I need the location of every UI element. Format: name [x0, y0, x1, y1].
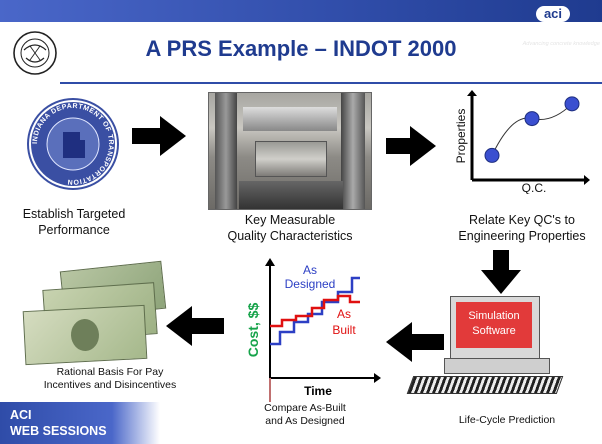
bill-portrait [70, 318, 100, 352]
press-platen [243, 107, 337, 131]
x-axis-arrow [374, 373, 381, 383]
caption-compare-line2: and As Designed [265, 415, 345, 427]
aci-name: American Concrete Institute [518, 32, 600, 39]
caption-rational-line2: Incentives and Disincentives [43, 379, 177, 391]
aci-tagline: Advancing concrete knowledge [522, 41, 600, 47]
caption-rational: Rational Basis For Pay Incentives and Di… [30, 366, 190, 392]
caption-compare-line1: Compare As-Built [264, 402, 346, 414]
monitor-screen: Simulation Software [456, 302, 532, 348]
data-point-1 [484, 147, 500, 163]
arrow-establish-to-key [132, 128, 162, 144]
keyboard [406, 376, 564, 394]
legend-as-designed-line1: As [303, 263, 317, 277]
caption-key-measurable: Key Measurable Quality Characteristics [206, 212, 374, 244]
caption-establish-line1: Establish Targeted [22, 207, 126, 221]
footer-line1: ACI [10, 408, 32, 422]
aci-brand: aci American Concrete Institute Advancin… [506, 4, 600, 52]
caption-rational-line1: Rational Basis For Pay [56, 366, 164, 378]
x-axis-label: Q.C. [522, 181, 547, 194]
caption-establish-line2: Performance [38, 223, 110, 237]
data-point-2 [524, 111, 540, 127]
university-seal [13, 31, 57, 75]
y-axis-label: Properties [454, 109, 468, 164]
press-base [239, 181, 343, 209]
header-band [0, 0, 602, 22]
x-axis-arrow [584, 175, 590, 185]
footer-line2: WEB SESSIONS [10, 424, 107, 438]
arrow-key-to-relate [386, 138, 412, 154]
aci-logo: aci [536, 6, 570, 22]
indot-seal: INDIANA DEPARTMENT OF TRANSPORTATION [27, 98, 119, 190]
testing-photo [208, 92, 372, 210]
press-column-left [215, 93, 237, 209]
series-as-built [270, 294, 360, 328]
slide-title: A PRS Example – INDOT 2000 [145, 36, 457, 61]
screen-line2: Software [472, 325, 516, 337]
arrow-head-left-2 [166, 306, 192, 346]
arrow-head-down [481, 270, 521, 294]
caption-key-line2: Quality Characteristics [227, 229, 353, 243]
header-divider [60, 82, 602, 84]
arrow-head-1 [160, 116, 186, 156]
legend-as-built-line2: Built [332, 323, 356, 337]
caption-key-line1: Key Measurable [244, 213, 336, 227]
arrow-relate-to-simulation [493, 250, 509, 272]
system-unit [444, 358, 550, 374]
bill-front [22, 304, 148, 366]
press-column-right [341, 93, 365, 209]
data-point-3 [564, 96, 580, 112]
y-axis-arrow [467, 90, 477, 96]
arrow-head-left-1 [386, 322, 412, 362]
screen-line1: Simulation [468, 310, 520, 322]
x-axis-label: Time [304, 384, 332, 398]
specimen [255, 141, 327, 177]
caption-relate: Relate Key QC's to Engineering Propertie… [444, 212, 600, 244]
caption-establish: Establish Targeted Performance [12, 206, 136, 238]
caption-relate-line2: Engineering Properties [458, 229, 586, 243]
y-axis-arrow [265, 258, 275, 266]
footer-band [0, 402, 160, 444]
computer: Simulation Software [406, 296, 586, 400]
arrow-head-2 [410, 126, 436, 166]
money-image [18, 260, 168, 366]
legend-as-designed-line2: Designed [285, 277, 336, 291]
arrow-compare-to-pay [190, 318, 224, 334]
caption-life-cycle: Life-Cycle Prediction [458, 414, 556, 426]
caption-relate-line1: Relate Key QC's to [469, 213, 575, 227]
arrow-simulation-to-compare [412, 334, 444, 350]
series-as-designed [270, 276, 360, 346]
properties-chart: Q.C. Properties [454, 90, 590, 194]
legend-as-built-line1: As [337, 307, 351, 321]
y-axis-label: Cost, $$ [245, 303, 261, 358]
caption-compare: Compare As-Built and As Designed [230, 402, 380, 428]
